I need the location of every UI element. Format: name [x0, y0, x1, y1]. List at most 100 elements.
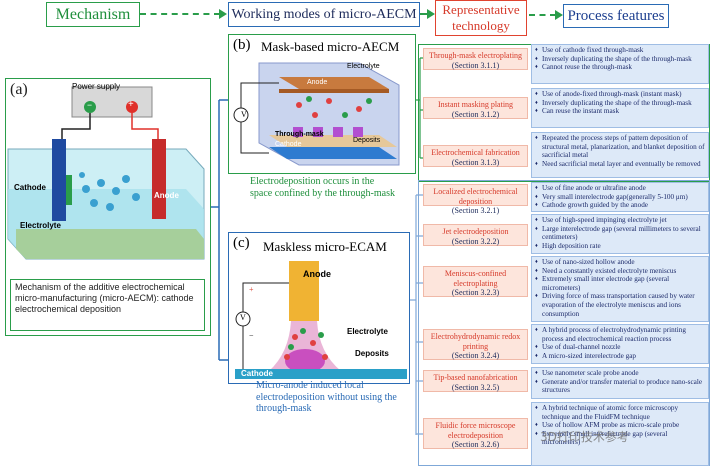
deposits-label-c: Deposits [355, 349, 389, 358]
anode-label-c: Anode [303, 269, 331, 279]
tech-name: Localized electrochemical deposition [433, 187, 518, 206]
electrolyte-label-c: Electrolyte [347, 327, 388, 336]
minus-c: − [249, 331, 254, 340]
panel-b-label: (b) [233, 37, 251, 53]
tech-section: (Section 3.1.3) [451, 157, 500, 167]
feature-item: Inversely duplicating the shape of the t… [535, 55, 706, 64]
anode-label-b: Anode [307, 79, 328, 86]
feature-item: Can reuse the instant mask [535, 107, 706, 116]
feature-item: Use of dual-channel nozzle [535, 343, 706, 352]
header-process-features: Process features [563, 4, 669, 28]
tech-tip-based: Tip-based nanofabrication(Section 3.2.5) [423, 370, 528, 392]
panel-a: (a) Power supply − + Cathode Anode Elect… [5, 78, 211, 336]
panel-b-title: Mask-based micro-AECM [261, 39, 400, 54]
feature-item: Inversely duplicating the shape of the t… [535, 99, 706, 108]
feature-item: A hybrid technique of atomic force micro… [535, 404, 706, 421]
panel-c: (c) Maskless micro-ECAM V + − Anode Elec… [228, 232, 410, 384]
tech-fluidic-force: Fluidic force microscope electrodepositi… [423, 418, 528, 449]
tech-section: (Section 3.2.1) [451, 206, 500, 215]
deposits-label-b: Deposits [353, 137, 381, 144]
feature-item: Repeated the process steps of pattern de… [535, 134, 706, 160]
cathode-label-a: Cathode [14, 183, 46, 192]
plus-terminal: + [128, 99, 134, 110]
feature-item: Need sacrificial metal layer and eventua… [535, 160, 706, 169]
features-localized-ecd: Use of fine anode or ultrafine anode Ver… [531, 182, 709, 212]
tech-section: (Section 3.2.4) [451, 351, 500, 360]
features-electrochemical-fabrication: Repeated the process steps of pattern de… [531, 132, 709, 178]
features-tip-based: Use nanometer scale probe anode Generate… [531, 367, 709, 399]
feature-item: Use of high-speed impinging electrolyte … [535, 216, 706, 225]
panel-a-label: (a) [10, 81, 28, 98]
tech-section: (Section 3.2.6) [451, 440, 500, 449]
header-arrowhead-1 [219, 9, 227, 19]
feature-item: Use of fine anode or ultrafine anode [535, 184, 706, 193]
header-representative-line1: Representative [442, 2, 520, 17]
cathode-label-b: Cathode [275, 141, 302, 148]
feature-item: Use nanometer scale probe anode [535, 369, 706, 378]
header-mechanism: Mechanism [46, 2, 140, 27]
panel-c-label: (c) [233, 235, 250, 251]
through-mask-label: Through-mask [275, 131, 324, 138]
plus-c: + [249, 285, 254, 294]
tech-name: Meniscus-confined electroplating [444, 269, 507, 288]
voltmeter-c: V [240, 313, 246, 322]
tech-name: Instant masking plating [437, 100, 514, 109]
tech-instant-masking: Instant masking plating(Section 3.1.2) [423, 97, 528, 119]
tech-section: (Section 3.2.5) [451, 382, 500, 392]
feature-item: Extremely small interelectrode gap (seve… [535, 430, 706, 447]
panel-c-illustration [235, 261, 407, 379]
tech-section: (Section 3.2.2) [451, 236, 500, 246]
header-arrowhead-3 [555, 10, 563, 20]
features-electrohydrodynamic: A hybrid process of electrohydrodynamic … [531, 324, 709, 364]
features-instant-masking: Use of anode-fixed through-mask (instant… [531, 88, 709, 128]
tech-section: (Section 3.1.2) [451, 109, 500, 119]
tech-electrohydrodynamic: Electrohydrodynamic redox printing(Secti… [423, 329, 528, 360]
feature-item: A hybrid process of electrohydrodynamic … [535, 326, 706, 343]
tech-localized-ecd: Localized electrochemical deposition(Sec… [423, 184, 528, 215]
tech-meniscus-confined: Meniscus-confined electroplating(Section… [423, 266, 528, 297]
header-representative: Representative technology [435, 0, 527, 36]
feature-item: Cannot reuse the through-mask [535, 63, 706, 72]
feature-item: Need a constantly existed electrolyte me… [535, 267, 706, 276]
watermark: 3D打印技术参考 [540, 430, 629, 444]
header-arrow-2 [420, 13, 428, 15]
tech-electrochemical-fabrication: Electrochemical fabrication(Section 3.1.… [423, 145, 528, 167]
header-arrowhead-2 [427, 9, 435, 19]
features-jet-electrodeposition: Use of high-speed impinging electrolyte … [531, 214, 709, 254]
panel-a-illustration [7, 86, 205, 260]
header-representative-line2: technology [452, 18, 510, 33]
power-supply-label: Power supply [72, 82, 121, 91]
feature-item: Very small interelectrode gap(generally … [535, 193, 706, 202]
header-working-modes: Working modes of micro-AECM [228, 2, 420, 27]
panel-b-illustration [233, 62, 400, 166]
voltmeter-b: V [241, 110, 247, 119]
feature-item: Large interelectrode gap (several millim… [535, 225, 706, 242]
feature-item: A micro-sized interelectrode gap [535, 352, 706, 361]
feature-item: Driving force of mass transportation cau… [535, 292, 706, 318]
panel-c-title: Maskless micro-ECAM [263, 239, 387, 254]
header-arrow-1 [140, 13, 220, 15]
header-arrow-3 [529, 14, 556, 16]
feature-item: Use of hollow AFM probe as micro-scale p… [535, 421, 706, 430]
tech-through-mask: Through-mask electroplating(Section 3.1.… [423, 48, 528, 70]
anode-label-a: Anode [154, 191, 179, 200]
tech-name: Fluidic force microscope electrodepositi… [435, 421, 516, 440]
feature-item: Use of cathode fixed through-mask [535, 46, 706, 55]
tech-jet-electrodeposition: Jet electrodeposition(Section 3.2.2) [423, 224, 528, 246]
tech-name: Tip-based nanofabrication [433, 373, 518, 382]
panel-b-caption: Electrodeposition occurs in the space co… [250, 176, 395, 199]
electrolyte-label-a: Electrolyte [20, 221, 61, 230]
feature-item: Extremely small inter electrode gap (sev… [535, 275, 706, 292]
feature-item: High deposition rate [535, 242, 706, 251]
features-fluidic-force: A hybrid technique of atomic force micro… [531, 402, 709, 466]
feature-item: Generate and/or transfer material to pro… [535, 378, 706, 395]
panel-c-caption: Micro-anode induced local electrodeposit… [256, 380, 397, 414]
features-meniscus-confined: Use of nano-sized hollow anode Need a co… [531, 256, 709, 322]
tech-section: (Section 3.1.1) [451, 60, 500, 70]
tech-name: Electrohydrodynamic redox printing [430, 332, 521, 351]
tech-name: Electrochemical fabrication [431, 148, 520, 157]
feature-item: Use of anode-fixed through-mask (instant… [535, 90, 706, 99]
feature-item: Cathode growth guided by the anode [535, 201, 706, 210]
panel-b: (b) Mask-based micro-AECM V Electrolyte … [228, 34, 416, 174]
features-through-mask: Use of cathode fixed through-mask Invers… [531, 44, 709, 84]
